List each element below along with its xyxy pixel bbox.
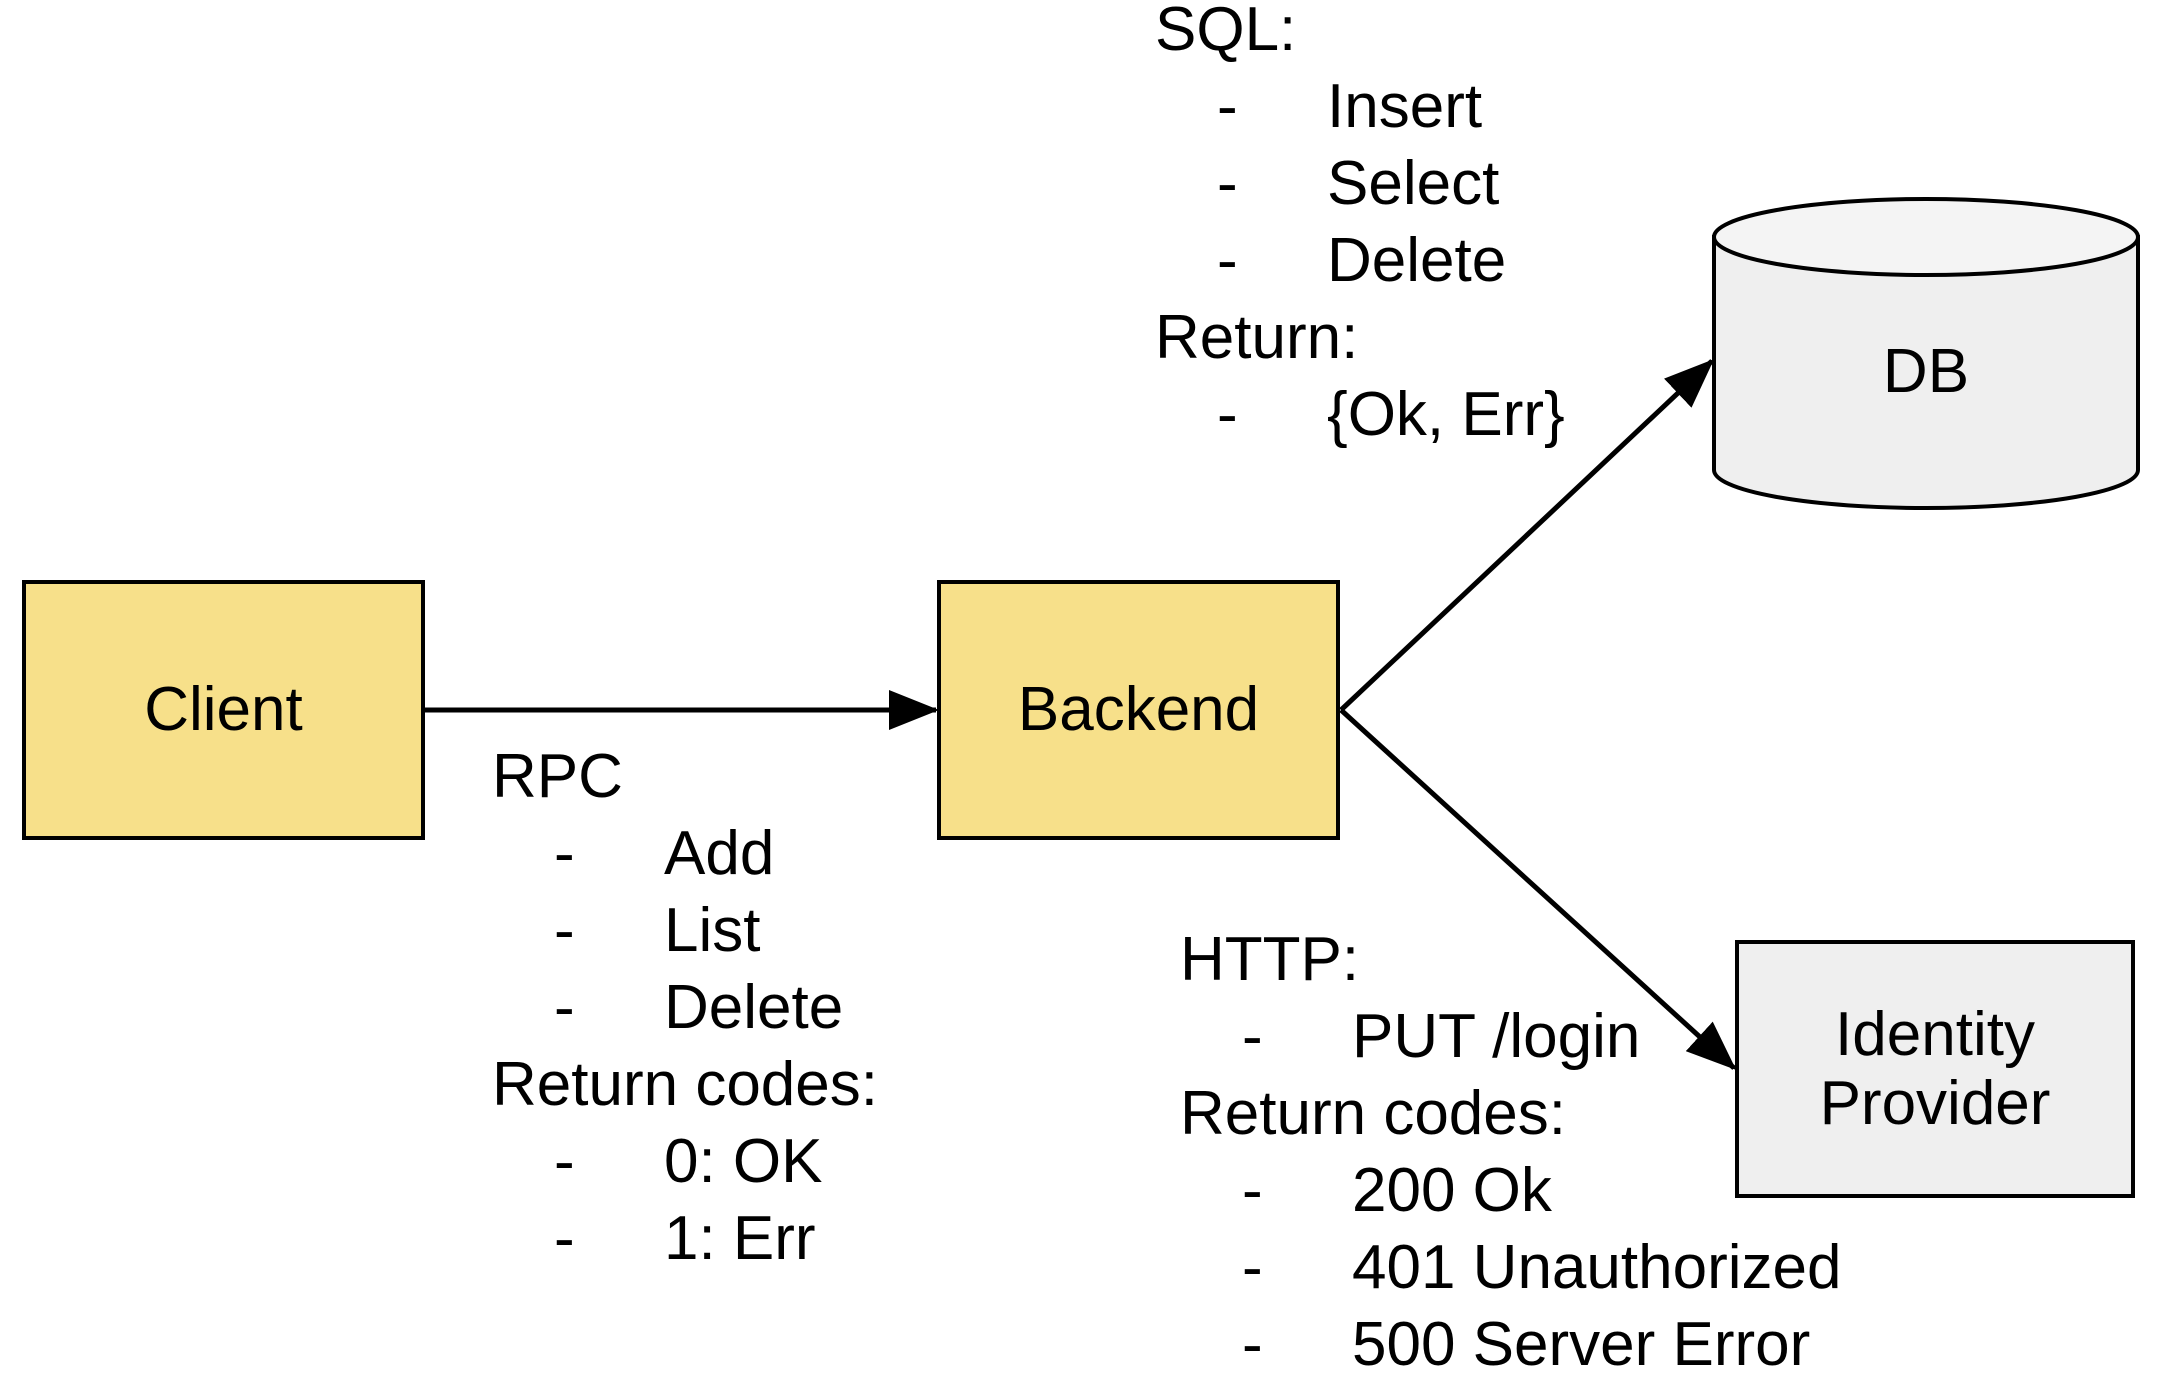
bullet-text: {Ok, Err} <box>1327 380 1565 449</box>
bullet-dash: - <box>1217 226 1238 295</box>
node-database[interactable]: DB <box>1712 197 2140 510</box>
annotation-bullet: - 1: Err <box>492 1200 878 1277</box>
annotation-bullet: - 401 Unauthorized <box>1180 1229 1841 1306</box>
bullet-dash: - <box>554 973 575 1042</box>
annotation-bullet: - 0: OK <box>492 1123 878 1200</box>
bullet-text: 0: OK <box>664 1127 823 1196</box>
bullet-text: Delete <box>1327 226 1507 295</box>
bullet-dash: - <box>1242 1233 1263 1302</box>
annotation-bullet: - Add <box>492 815 878 892</box>
bullet-text: Select <box>1327 149 1500 218</box>
bullet-text: 1: Err <box>664 1204 816 1273</box>
bullet-text: Insert <box>1327 72 1483 141</box>
bullet-dash: - <box>554 1127 575 1196</box>
bullet-text: PUT /login <box>1352 1002 1641 1071</box>
bullet-dash: - <box>1217 380 1238 449</box>
node-client[interactable]: Client <box>22 580 425 840</box>
database-cylinder-icon <box>1712 197 2140 510</box>
annotation-bullet: - PUT /login <box>1180 998 1841 1075</box>
node-identity-provider[interactable]: Identity Provider <box>1735 940 2135 1198</box>
annotation-heading: RPC <box>492 742 623 811</box>
annotation-bullet: - Delete <box>492 969 878 1046</box>
bullet-dash: - <box>554 819 575 888</box>
annotation-heading: Return codes: <box>492 1050 878 1119</box>
node-identity-provider-label: Identity Provider <box>1819 999 2051 1138</box>
bullet-text: Delete <box>664 973 844 1042</box>
bullet-dash: - <box>1242 1156 1263 1225</box>
annotation-bullet: - Select <box>1155 145 1565 222</box>
bullet-text: 200 Ok <box>1352 1156 1552 1225</box>
bullet-text: List <box>664 896 761 965</box>
annotation-heading: Return: <box>1155 303 1359 372</box>
node-backend-label: Backend <box>1017 675 1260 745</box>
node-backend[interactable]: Backend <box>937 580 1340 840</box>
annotation-bullet: - {Ok, Err} <box>1155 376 1565 453</box>
annotation-bullet: - List <box>492 892 878 969</box>
bullet-dash: - <box>1217 149 1238 218</box>
node-client-label: Client <box>144 675 303 745</box>
annotation-bullet: - Delete <box>1155 222 1565 299</box>
bullet-text: 500 Server Error <box>1352 1310 1811 1379</box>
bullet-text: Add <box>664 819 775 888</box>
bullet-dash: - <box>1242 1310 1263 1379</box>
annotation-bullet: - 200 Ok <box>1180 1152 1841 1229</box>
annotation-bullet: - Insert <box>1155 68 1565 145</box>
annotation-heading: Return codes: <box>1180 1079 1566 1148</box>
annotation-heading: HTTP: <box>1180 925 1360 994</box>
bullet-dash: - <box>554 896 575 965</box>
bullet-dash: - <box>1242 1002 1263 1071</box>
bullet-text: 401 Unauthorized <box>1352 1233 1842 1302</box>
bullet-dash: - <box>554 1204 575 1273</box>
node-database-label: DB <box>1882 336 1970 406</box>
annotation-heading: SQL: <box>1155 0 1297 64</box>
annotation-bullet: - 500 Server Error <box>1180 1306 1841 1383</box>
bullet-dash: - <box>1217 72 1238 141</box>
